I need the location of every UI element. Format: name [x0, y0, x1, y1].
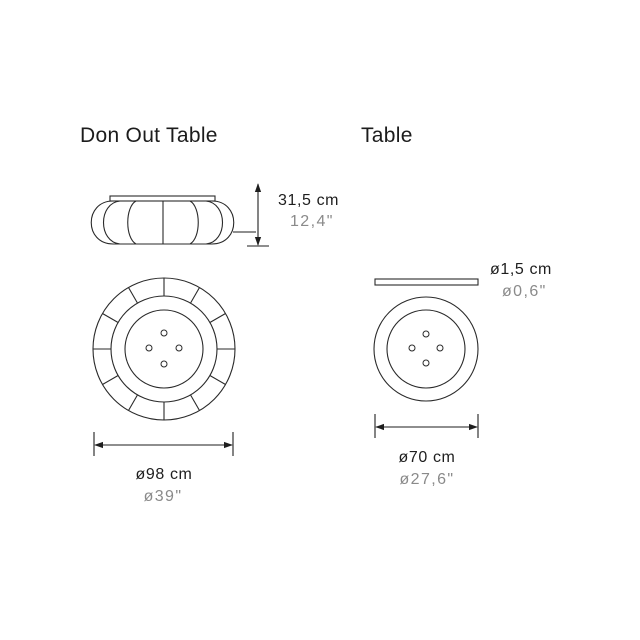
table-diameter-dimension [374, 414, 479, 438]
don-out-height-imperial: 12,4" [290, 213, 334, 230]
don-out-side-view [90, 195, 235, 245]
table-diameter-imperial: ø27,6" [399, 471, 455, 488]
table-thickness-imperial: ø0,6" [502, 283, 547, 300]
table-thickness-metric: ø1,5 cm [490, 261, 552, 278]
table-dots [408, 330, 444, 367]
don-out-diameter-imperial: ø39" [143, 488, 183, 505]
don-out-height-metric: 31,5 cm [278, 192, 340, 209]
don-out-diameter-dimension [93, 432, 234, 456]
don-out-table-title: Don Out Table [80, 124, 218, 147]
don-out-tabletop-side [109, 195, 216, 202]
table-top-side-view [374, 278, 479, 286]
table-diameter-metric: ø70 cm [398, 449, 456, 466]
don-out-diameter-metric: ø98 cm [135, 466, 193, 483]
cushion-dividers [93, 278, 235, 420]
don-out-top-view [92, 277, 236, 421]
table-top-view [373, 296, 479, 402]
height-dimension [233, 183, 269, 247]
don-out-dots [145, 329, 183, 368]
table-title: Table [361, 124, 413, 147]
